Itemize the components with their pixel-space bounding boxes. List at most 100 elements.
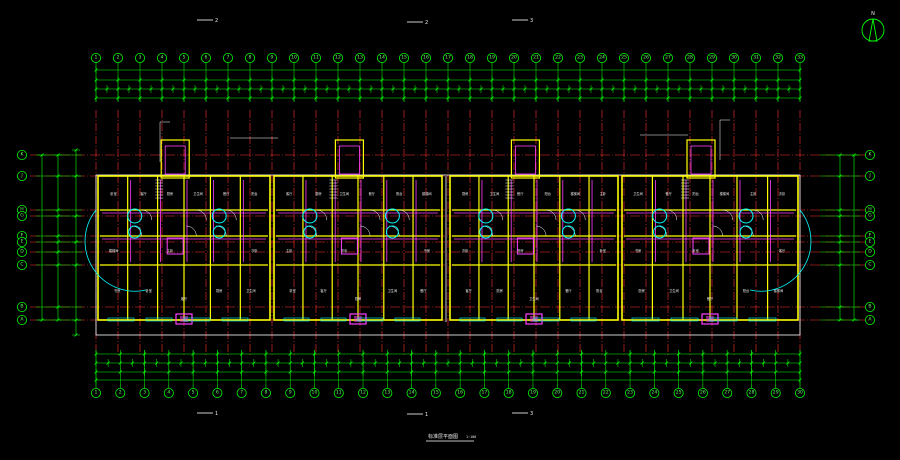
room-label: 卫生间: [388, 288, 398, 293]
axis-bubble-top-label: 9: [271, 55, 274, 61]
axis-bubble-left-label: B: [20, 304, 23, 310]
door-swing: [399, 209, 410, 221]
axis-bubble-top-label: 7: [227, 55, 230, 61]
door-swing: [186, 225, 197, 237]
building-outline: [95, 174, 801, 336]
axis-bubble-top: [156, 53, 167, 64]
dim-slash: [105, 87, 109, 91]
axis-bubble-bottom: [309, 387, 320, 398]
axis-bubble-left-label: A: [20, 317, 24, 323]
dim-slash: [457, 87, 461, 91]
door-swing: [370, 209, 381, 221]
room-label: 书房: [114, 288, 120, 293]
room-label: 次卧: [251, 248, 258, 253]
axis-bubble-bottom-label: 17: [481, 390, 487, 396]
axis-bubble-top: [729, 53, 740, 64]
dim-slash: [470, 361, 475, 365]
balcony-box: [175, 313, 193, 325]
dim-slash: [737, 361, 742, 365]
axis-bubble-bottom: [406, 387, 417, 398]
axis-bubble-right-label: A: [868, 317, 872, 323]
axis-bubble-top: [288, 53, 299, 64]
room-label: 主卧: [600, 191, 607, 196]
axis-bubble-top: [91, 53, 102, 64]
dim-slash: [713, 361, 717, 365]
axis-bubble-bottom-label: 11: [336, 390, 342, 396]
round-column: [384, 208, 400, 224]
axis-bubble-left: [16, 301, 27, 312]
axis-bubble-bottom: [382, 387, 393, 398]
axis-bubble-top-label: 18: [467, 55, 473, 61]
room-label: 餐厅: [223, 191, 230, 196]
room-label: 餐厅: [517, 191, 524, 196]
axis-bubble-bottom-label: 30: [797, 390, 803, 396]
dim-slash: [149, 87, 153, 91]
unit-4: 卫生间餐厅阳台楼梯间主卧次卧书房卧室客厅厨房卫生间餐厅阳台楼梯间: [621, 139, 799, 325]
door-swing: [316, 209, 327, 221]
axis-bubble-right: [865, 259, 876, 270]
axis-bubble-top-label: 30: [731, 55, 737, 61]
dim-slash: [545, 87, 549, 91]
axis-bubble-bottom: [212, 387, 223, 398]
round-column: [385, 225, 399, 239]
axis-bubble-bottom: [746, 387, 757, 398]
axis-bubble-bottom: [455, 387, 466, 398]
dim-slash: [567, 87, 571, 91]
drawing-title: 标准层平面图: [428, 433, 458, 440]
stair-core: [334, 139, 364, 179]
room-label: 餐厅: [665, 191, 672, 196]
axis-bubble-left: [16, 170, 27, 181]
dim-slash: [325, 87, 329, 91]
door-swing: [546, 209, 557, 221]
axis-bubble-bottom: [285, 387, 296, 398]
dim-slash: [281, 87, 285, 91]
axis-bubble-right-label: K: [868, 152, 872, 158]
unit-1: 卧室客厅厨房卫生间餐厅阳台楼梯间主卧次卧书房卧室客厅厨房卫生间: [97, 139, 271, 325]
room-label: 卧室: [600, 248, 606, 253]
axis-bubble-bottom: [722, 387, 733, 398]
axis-bubble-bottom: [576, 387, 587, 398]
section-mark-label: 2: [425, 20, 428, 26]
door-swing: [712, 225, 723, 237]
axis-bubble-top: [398, 53, 409, 64]
axis-bubble-bottom: [333, 387, 344, 398]
axis-bubble-bottom: [430, 387, 441, 398]
axis-bubble-bottom: [527, 387, 538, 398]
dim-slash: [640, 361, 644, 365]
door-swing: [360, 225, 371, 237]
window: [631, 317, 660, 322]
axis-bubble-top-label: 1: [95, 55, 98, 61]
end-arc-left: [84, 209, 147, 292]
end-arc-right: [749, 209, 812, 292]
stair-core-inner: [515, 145, 536, 175]
axis-bubble-bottom-label: 10: [312, 390, 318, 396]
room-label: 书房: [424, 248, 430, 253]
room-label: 书房: [517, 248, 523, 253]
axis-bubble-top: [531, 53, 542, 64]
door-swing: [536, 225, 547, 237]
stair-core-inner: [690, 145, 712, 175]
window: [533, 317, 560, 322]
axis-bubble-left-label: G: [20, 213, 24, 219]
axis-bubble-left: [16, 236, 27, 247]
stair-core-inner: [338, 145, 360, 175]
round-column: [561, 225, 575, 239]
axis-bubble-bottom-label: 20: [554, 390, 560, 396]
dim-slash: [259, 87, 263, 91]
window: [320, 317, 347, 322]
dim-slash: [494, 361, 499, 365]
room-label: 卧室: [692, 248, 698, 253]
axis-bubble-bottom: [552, 387, 563, 398]
dim-slash: [106, 361, 110, 365]
room-label: 厨房: [462, 191, 468, 196]
axis-bubble-top: [707, 53, 718, 64]
axis-bubble-top-label: 27: [665, 55, 671, 61]
room-label: 餐厅: [707, 296, 714, 301]
axis-bubble-left-label: F: [21, 233, 24, 239]
room-label: 餐厅: [369, 191, 376, 196]
north-arrow-icon: [868, 18, 878, 42]
room-label: 次卧: [779, 191, 786, 196]
round-column: [128, 225, 142, 239]
room-label: 书房: [635, 248, 641, 253]
dim-slash: [369, 87, 373, 91]
